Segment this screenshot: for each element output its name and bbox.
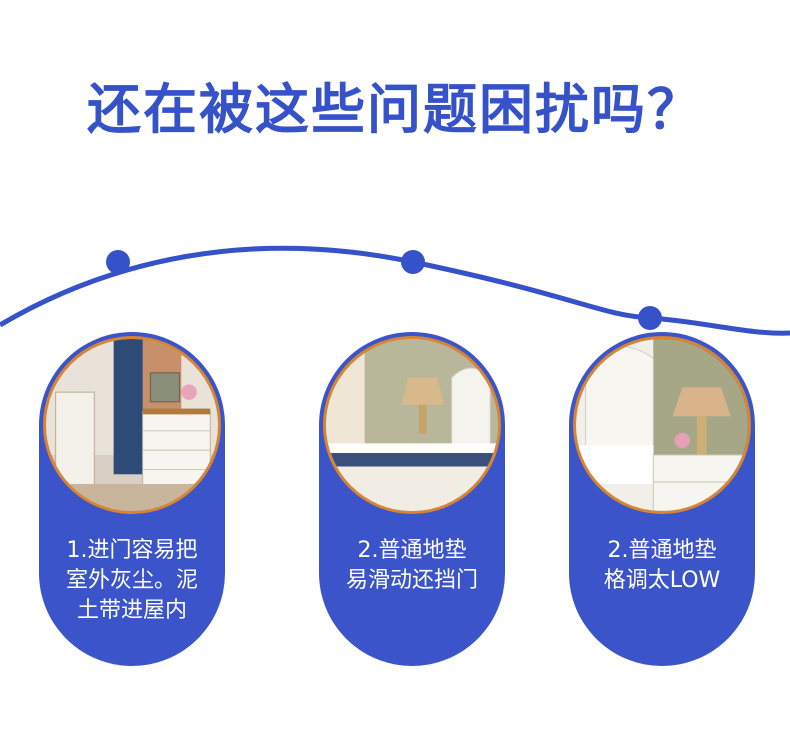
bedroom-lamp-photo <box>323 336 501 514</box>
nightstand-lamp-photo <box>573 336 751 514</box>
timeline-dot <box>106 250 130 274</box>
dresser-room-photo <box>43 336 221 514</box>
page-title: 还在被这些问题困扰吗？ <box>87 78 703 141</box>
problem-card-2: 2.普通地垫 易滑动还挡门 <box>319 332 505 666</box>
card-text: 2.普通地垫 格调太LOW <box>603 538 721 593</box>
problem-card-3: 2.普通地垫 格调太LOW <box>569 332 755 666</box>
timeline-dot <box>401 250 425 274</box>
problem-card-1: 1.进门容易把 室外灰尘。泥 土带进屋内 <box>39 332 225 666</box>
card-text: 1.进门容易把 室外灰尘。泥 土带进屋内 <box>65 538 198 623</box>
card-text: 2.普通地垫 易滑动还挡门 <box>345 538 478 593</box>
timeline-dot <box>638 306 662 330</box>
